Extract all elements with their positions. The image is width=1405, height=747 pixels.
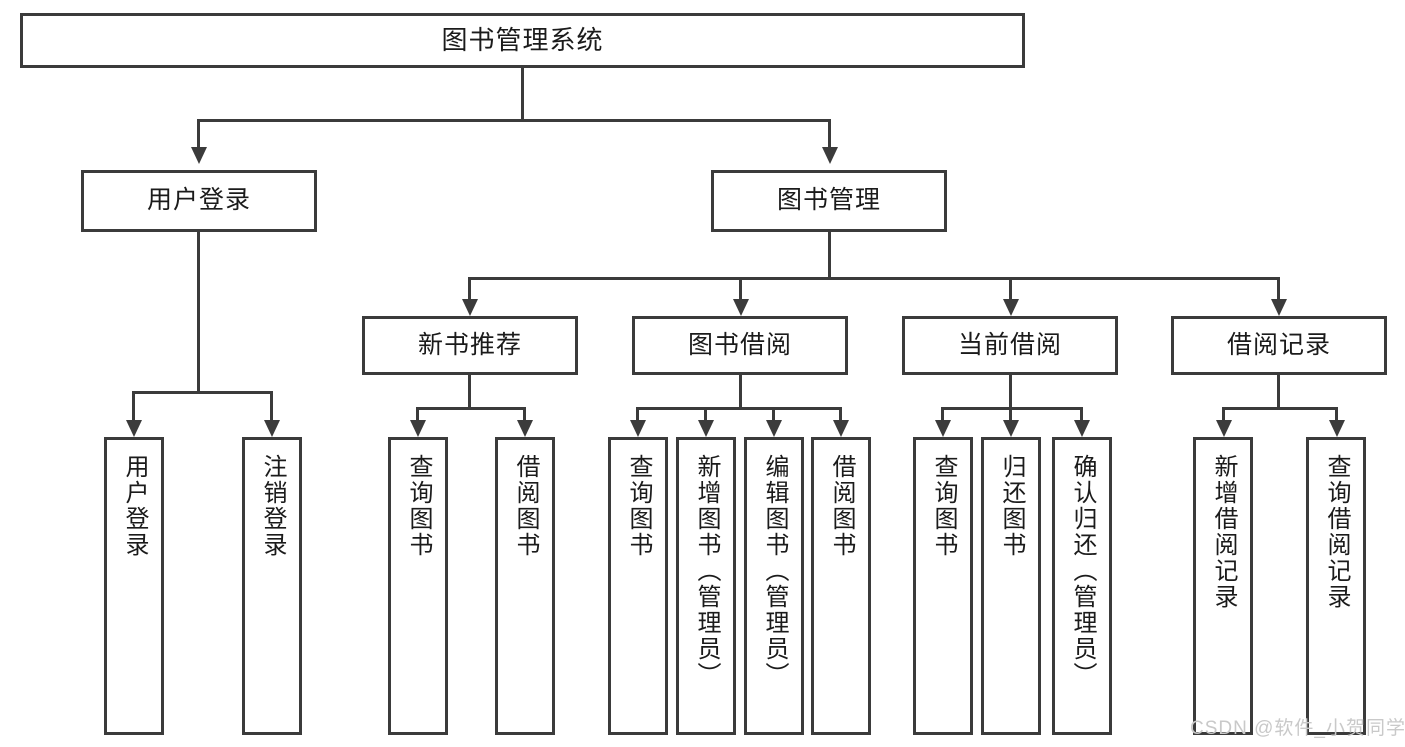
leaf-query-borrow-record[interactable]: 查询借阅记录 <box>1306 437 1366 735</box>
connector-new-book-recommend-leaf-1 <box>416 407 419 420</box>
node-new-book-recommend[interactable]: 新书推荐 <box>362 316 578 375</box>
connector-root-to-user-login <box>197 119 200 147</box>
connector-current-borrow-stem <box>1009 375 1012 407</box>
arrow-icon-current-borrow-leaf-2 <box>1003 420 1019 437</box>
connector-book-management-stem <box>828 232 831 277</box>
arrow-icon-book-borrow-leaf-1 <box>630 420 646 437</box>
node-label: 新书推荐 <box>417 330 522 359</box>
arrow-icon-root-to-user-login <box>191 147 207 164</box>
node-label: 图书借阅 <box>687 330 792 359</box>
leaf-label: 编辑图书（管理员） <box>760 454 788 688</box>
arrow-icon-to-borrow-record <box>1271 299 1287 316</box>
connector-borrow-record-stem <box>1277 375 1280 407</box>
node-borrow-record[interactable]: 借阅记录 <box>1171 316 1387 375</box>
leaf-label: 查询图书 <box>404 454 432 558</box>
leaf-label: 查询图书 <box>929 454 957 558</box>
connector-user-login-leaf-1 <box>132 391 135 420</box>
leaf-label: 确认归还（管理员） <box>1068 454 1096 688</box>
arrow-icon-to-book-borrow <box>733 299 749 316</box>
leaf-borrow-book[interactable]: 借阅图书 <box>811 437 871 735</box>
arrow-icon-book-borrow-leaf-4 <box>833 420 849 437</box>
node-book-management[interactable]: 图书管理 <box>711 170 947 232</box>
arrow-icon-new-book-recommend-leaf-1 <box>410 420 426 437</box>
arrow-icon-to-current-borrow <box>1003 299 1019 316</box>
node-root-book-management-system[interactable]: 图书管理系统 <box>20 13 1025 68</box>
connector-root-to-book-management <box>828 119 831 147</box>
arrow-icon-book-borrow-leaf-2 <box>698 420 714 437</box>
connector-book-borrow-leaf-3 <box>772 407 775 420</box>
node-book-borrow[interactable]: 图书借阅 <box>632 316 848 375</box>
arrow-icon-root-to-book-management <box>822 147 838 164</box>
node-label: 借阅记录 <box>1226 330 1331 359</box>
connector-user-login-leaf-2 <box>270 391 273 420</box>
node-label: 图书管理 <box>776 186 881 215</box>
leaf-user-login[interactable]: 用户登录 <box>104 437 164 735</box>
connector-book-borrow-leaf-2 <box>704 407 707 420</box>
connector-current-borrow-leaf-1 <box>941 407 944 420</box>
leaf-add-book-admin[interactable]: 新增图书（管理员） <box>676 437 736 735</box>
connector-book-borrow-leaf-4 <box>839 407 842 420</box>
leaf-label: 新增借阅记录 <box>1209 454 1237 610</box>
connector-current-borrow-leaf-2 <box>1009 407 1012 420</box>
leaf-query-book-borrow[interactable]: 查询图书 <box>608 437 668 735</box>
leaf-confirm-return-admin[interactable]: 确认归还（管理员） <box>1052 437 1112 735</box>
leaf-add-borrow-record[interactable]: 新增借阅记录 <box>1193 437 1253 735</box>
connector-to-book-borrow <box>739 277 742 299</box>
arrow-icon-user-login-leaf-2 <box>264 420 280 437</box>
leaf-label: 借阅图书 <box>511 454 539 558</box>
leaf-label: 注销登录 <box>258 454 286 558</box>
arrow-icon-current-borrow-leaf-3 <box>1074 420 1090 437</box>
connector-to-current-borrow <box>1009 277 1012 299</box>
node-current-borrow[interactable]: 当前借阅 <box>902 316 1118 375</box>
arrow-icon-to-new-book-recommend <box>462 299 478 316</box>
connector-new-book-recommend-leaf-2 <box>523 407 526 420</box>
connector-root-rail <box>197 119 831 122</box>
connector-book-management-rail <box>468 277 1280 280</box>
node-label: 用户登录 <box>146 186 251 215</box>
connector-to-borrow-record <box>1277 277 1280 299</box>
leaf-query-book-recommend[interactable]: 查询图书 <box>388 437 448 735</box>
node-label: 图书管理系统 <box>441 25 604 56</box>
leaf-label: 查询借阅记录 <box>1322 454 1350 610</box>
arrow-icon-new-book-recommend-leaf-2 <box>517 420 533 437</box>
connector-user-login-rail <box>132 391 270 394</box>
leaf-label: 用户登录 <box>120 454 148 558</box>
arrow-icon-borrow-record-leaf-1 <box>1216 420 1232 437</box>
connector-book-borrow-leaf-1 <box>636 407 639 420</box>
csdn-watermark: CSDN @软件_小贺同学 <box>1190 718 1405 739</box>
leaf-label: 借阅图书 <box>827 454 855 558</box>
leaf-label: 查询图书 <box>624 454 652 558</box>
connector-book-borrow-stem <box>739 375 742 407</box>
connector-borrow-record-leaf-2 <box>1335 407 1338 420</box>
connector-current-borrow-rail <box>941 407 1083 410</box>
connector-to-new-book-recommend <box>468 277 471 299</box>
arrow-icon-current-borrow-leaf-1 <box>935 420 951 437</box>
node-label: 当前借阅 <box>957 330 1062 359</box>
connector-book-borrow-rail <box>636 407 842 410</box>
connector-root-stem <box>521 68 524 119</box>
connector-user-login-stem <box>197 232 200 391</box>
connector-borrow-record-leaf-1 <box>1222 407 1225 420</box>
connector-current-borrow-leaf-3 <box>1080 407 1083 420</box>
connector-new-book-recommend-rail <box>416 407 526 410</box>
arrow-icon-user-login-leaf-1 <box>126 420 142 437</box>
leaf-logout[interactable]: 注销登录 <box>242 437 302 735</box>
leaf-query-book-current[interactable]: 查询图书 <box>913 437 973 735</box>
leaf-label: 归还图书 <box>997 454 1025 558</box>
connector-borrow-record-rail <box>1222 407 1338 410</box>
leaf-borrow-book-recommend[interactable]: 借阅图书 <box>495 437 555 735</box>
arrow-icon-borrow-record-leaf-2 <box>1329 420 1345 437</box>
leaf-return-book[interactable]: 归还图书 <box>981 437 1041 735</box>
connector-new-book-recommend-stem <box>468 375 471 407</box>
leaf-label: 新增图书（管理员） <box>692 454 720 688</box>
leaf-edit-book-admin[interactable]: 编辑图书（管理员） <box>744 437 804 735</box>
arrow-icon-book-borrow-leaf-3 <box>766 420 782 437</box>
node-user-login[interactable]: 用户登录 <box>81 170 317 232</box>
